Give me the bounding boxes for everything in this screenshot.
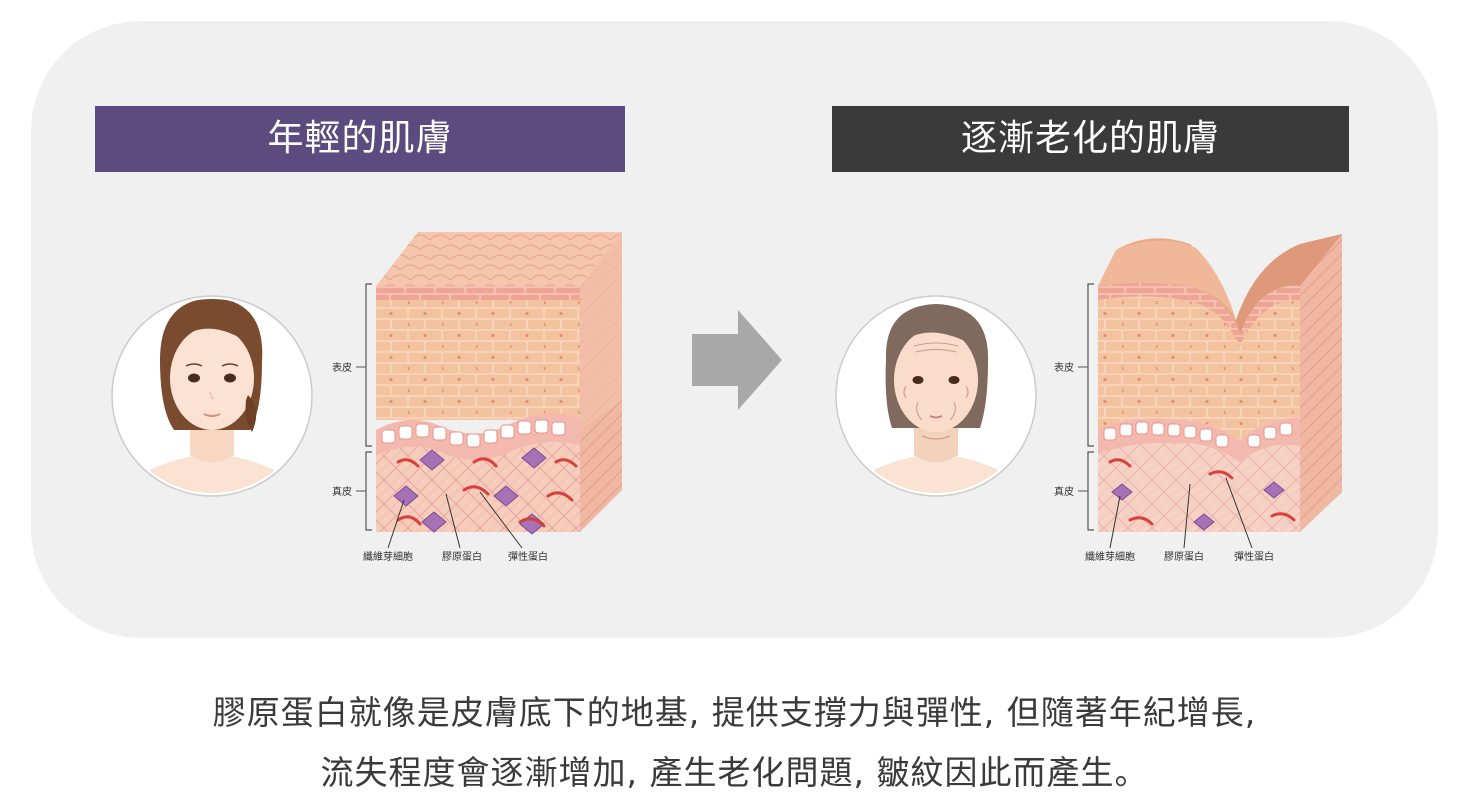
young-collagen-label: 膠原蛋白 [442, 550, 482, 563]
aged-skin-block [1078, 234, 1342, 549]
aged-dermis-label: 真皮 [1054, 485, 1074, 498]
caption-line-1: 膠原蛋白就像是皮膚底下的地基, 提供支撐力與彈性, 但隨著年紀增長, [212, 693, 1257, 732]
young-skin-header: 年輕的肌膚 [95, 106, 625, 172]
aged-skin-header: 逐漸老化的肌膚 [832, 106, 1349, 172]
young-fibroblast-label: 纖維芽細胞 [363, 550, 413, 563]
aged-elastin-label: 彈性蛋白 [1234, 550, 1274, 563]
young-skin-block [356, 232, 622, 549]
aged-collagen-label: 膠原蛋白 [1164, 550, 1204, 563]
transition-arrow-icon [692, 310, 782, 410]
aged-woman-portrait [835, 295, 1037, 497]
aged-epidermis-label: 表皮 [1054, 361, 1074, 374]
young-elastin-label: 彈性蛋白 [508, 550, 548, 563]
young-woman-portrait [111, 295, 313, 497]
aged-fibroblast-label: 纖維芽細胞 [1085, 550, 1135, 563]
young-epidermis-label: 表皮 [332, 361, 352, 374]
young-dermis-label: 真皮 [332, 485, 352, 498]
caption-line-2: 流失程度會逐漸增加, 產生老化問題, 皺紋因此而產生。 [320, 753, 1149, 792]
